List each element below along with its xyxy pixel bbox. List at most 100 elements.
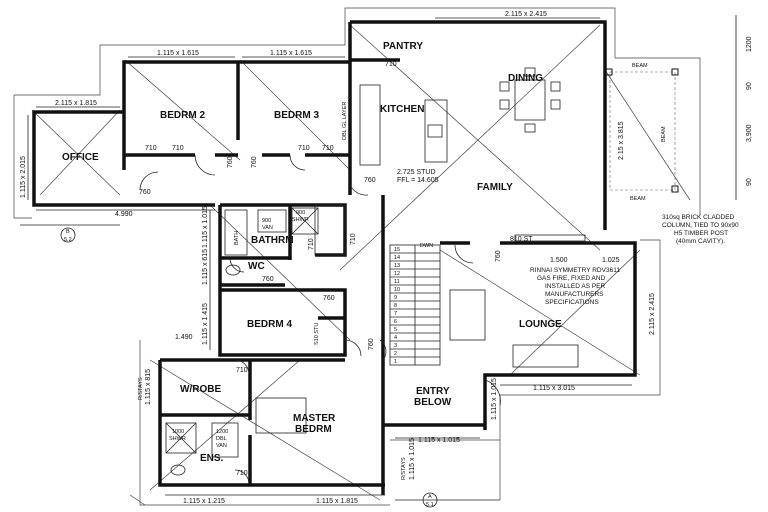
dimension-labels: 2.115 x 1.815 1.115 x 1.615 1.115 x 1.61… <box>20 11 753 505</box>
stair-step: 15 <box>394 247 400 253</box>
dim-office-side: 1.115 x 2.015 <box>20 156 27 198</box>
notes: 2.725 STUD FFL = 14.605 BEAM BEAM BEAM 3… <box>64 63 739 508</box>
dim-entry-side2: 1.115 x 1.015 <box>409 438 416 480</box>
bath-label: BATH <box>234 231 240 245</box>
dim-office-top: 2.115 x 1.815 <box>55 100 97 107</box>
fireplace <box>514 234 586 242</box>
room-master: MASTER <box>293 413 336 424</box>
door-710-ens: 710 <box>236 470 248 477</box>
dim-right-3900: 3,900 <box>746 124 753 142</box>
ensuite-toilet <box>170 464 186 476</box>
shwr-1000: 1000 <box>172 429 184 435</box>
dim-right-90a: 90 <box>746 82 753 90</box>
section-a-ref: 5.1 <box>426 502 434 508</box>
stair-step: 11 <box>394 279 400 285</box>
column-note-1: 310sq BRICK CLADDED <box>662 214 735 221</box>
dim-bedrm3-top: 1.115 x 1.615 <box>270 50 312 57</box>
stair-step: 7 <box>394 311 397 317</box>
stair-step: 2 <box>394 351 397 357</box>
note-ffl: FFL = 14.605 <box>397 177 439 184</box>
room-bedrm2: BEDRM 2 <box>160 110 205 121</box>
dim-right-90b: 90 <box>746 178 753 186</box>
dim-master-bottom-b: 1.115 x 1.815 <box>316 498 358 505</box>
room-wc: WC <box>248 261 265 272</box>
room-lounge: LOUNGE <box>519 319 562 330</box>
fire-note-3: INSTALLED AS PER <box>545 283 606 290</box>
dim-dining-top: 2.115 x 2.415 <box>505 11 547 18</box>
dim-bed4-side: 1.115 x 1.415 <box>202 303 209 345</box>
door-760-a: 760 <box>227 156 234 168</box>
kitchen-bench <box>359 84 381 166</box>
bath-vanity <box>257 209 287 233</box>
section-a-num: A <box>428 494 432 500</box>
stair-step: 14 <box>394 255 400 261</box>
ens-van-dbl: DBL <box>216 436 227 442</box>
stair-step: 12 <box>394 271 400 277</box>
walls <box>32 20 637 495</box>
door-760-bed4: 760 <box>323 295 335 302</box>
door-760-kitchen: 760 <box>364 177 376 184</box>
door-710-b3b: 710 <box>322 145 334 152</box>
stud-bed4: S10 STU <box>314 323 320 345</box>
fire-note-5: SPECIFICATIONS <box>545 299 599 306</box>
fire-note-2: GAS FIRE, FIXED AND <box>537 275 606 282</box>
stair-numbers: 15 14 13 12 11 10 9 8 7 6 5 4 3 2 1 <box>394 247 400 365</box>
dim-family-right: 2.15 x 3.815 <box>618 121 625 160</box>
shwr-label: SHWR <box>292 217 309 223</box>
shwr-900: 900 <box>296 210 305 216</box>
dim-wc-side: 1.115 x 615 <box>202 249 209 285</box>
dim-wrobe: 1.490 <box>175 334 193 341</box>
room-dining: DINING <box>508 73 543 84</box>
roof-outline <box>13 7 701 506</box>
door-760-office: 760 <box>139 189 151 196</box>
room-bathrm: BATHRM <box>251 235 294 246</box>
door-760-family: 760 <box>495 250 502 262</box>
dim-lounge-top-a: 1.500 <box>550 257 568 264</box>
dining-table <box>514 79 546 121</box>
room-labels: OFFICE BEDRM 2 BEDRM 3 PANTRY KITCHEN DI… <box>62 41 562 464</box>
section-b-ref: 5.2 <box>64 237 72 243</box>
room-entry: ENTRY <box>416 386 450 397</box>
door-760-stair: 760 <box>368 338 375 350</box>
beam-frame <box>605 68 679 193</box>
dim-master-side: 1.115 x 815 <box>145 369 152 405</box>
door-710-master: 710 <box>236 367 248 374</box>
stair-step: 8 <box>394 303 397 309</box>
door-710-b2a: 710 <box>145 145 157 152</box>
door-710-bath: 710 <box>308 238 315 250</box>
stair-step: 5 <box>394 327 397 333</box>
door-710-b2b: 710 <box>172 145 184 152</box>
rstays-left: R/STAYS <box>138 377 144 400</box>
fire-note-4: MANUFACTURERS <box>545 291 604 298</box>
stair-step: 3 <box>394 343 397 349</box>
stair-dwn: DWN <box>420 243 433 249</box>
stair-step: 9 <box>394 295 397 301</box>
dim-entry-bottom: 1.115 x 1.015 <box>418 437 460 444</box>
ens-van-1200: 1200 <box>216 429 228 435</box>
column-note-4: (40mm CAVITY). <box>676 238 725 245</box>
stair-step: 1 <box>394 359 397 365</box>
dim-bath-side: 1.115 x 1.015 <box>202 206 209 248</box>
room-wrobe: W/ROBE <box>180 384 221 395</box>
stair-step: 13 <box>394 263 400 269</box>
dim-lounge-bottom: 1.115 x 3.015 <box>533 385 575 392</box>
dim-master-bottom-a: 1.115 x 1.215 <box>183 498 225 505</box>
door-labels: 710 710 710 710 710 760 760 760 760 760 … <box>139 61 533 477</box>
van-900: 900 <box>262 218 271 224</box>
room-entry-below: BELOW <box>414 397 452 408</box>
room-ens: ENS. <box>200 453 224 464</box>
rstays-right: R/STAYS <box>401 457 407 480</box>
ens-van-label: VAN <box>216 443 227 449</box>
note-stud: 2.725 STUD <box>397 169 436 176</box>
dbl-gl-layer: DBL GL LAYER <box>342 102 348 140</box>
van-label: VAN <box>262 225 273 231</box>
beam-bottom-label: BEAM <box>630 196 646 202</box>
dim-entry-side: 1.115 x 1.015 <box>491 378 498 420</box>
shower <box>291 207 319 235</box>
section-b-marker <box>60 227 76 243</box>
room-office: OFFICE <box>62 152 99 163</box>
section-b-num: B <box>66 229 70 235</box>
room-pantry: PANTRY <box>383 41 423 52</box>
door-710-b3a: 710 <box>298 145 310 152</box>
